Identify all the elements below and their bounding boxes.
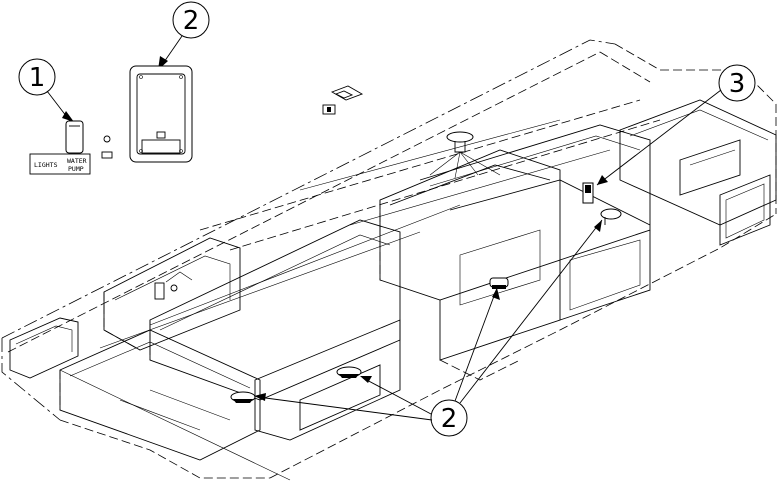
callout-number: 2: [441, 404, 458, 434]
panel-housing: [130, 66, 192, 162]
ceiling-light-5: [231, 392, 255, 403]
outlet-box: [155, 283, 164, 299]
callout-number: 2: [183, 6, 200, 36]
ceiling-light-3: [490, 278, 508, 289]
center-platform: [60, 220, 400, 460]
callout-number: 1: [29, 63, 46, 93]
right-cabinets: [380, 125, 650, 380]
ceiling-light-1: [447, 132, 473, 152]
water-label-line1: WATER: [67, 157, 87, 165]
control-panel: [130, 66, 192, 162]
junction-box-group: [323, 86, 362, 114]
ceiling-light-4: [337, 367, 361, 378]
small-fixture: [583, 183, 593, 203]
callout-1: 1: [19, 59, 74, 122]
indicator-light-icon: [104, 136, 110, 142]
callout-number: 3: [729, 69, 746, 99]
left-cabinet: [10, 238, 240, 378]
ceiling-light-2: [601, 209, 621, 225]
lights-label: LIGHTS: [34, 161, 58, 169]
callout-3: 3: [597, 65, 755, 185]
callout-2-panel: 2: [158, 2, 209, 70]
water-label-line2: PUMP: [68, 165, 84, 173]
rear-cabinet: [620, 100, 776, 245]
ceiling-lights: [231, 132, 621, 403]
small-tag: [102, 152, 112, 158]
callout-2-lights: 2: [254, 220, 602, 436]
switch-assembly: LIGHTS WATER PUMP: [30, 121, 112, 174]
